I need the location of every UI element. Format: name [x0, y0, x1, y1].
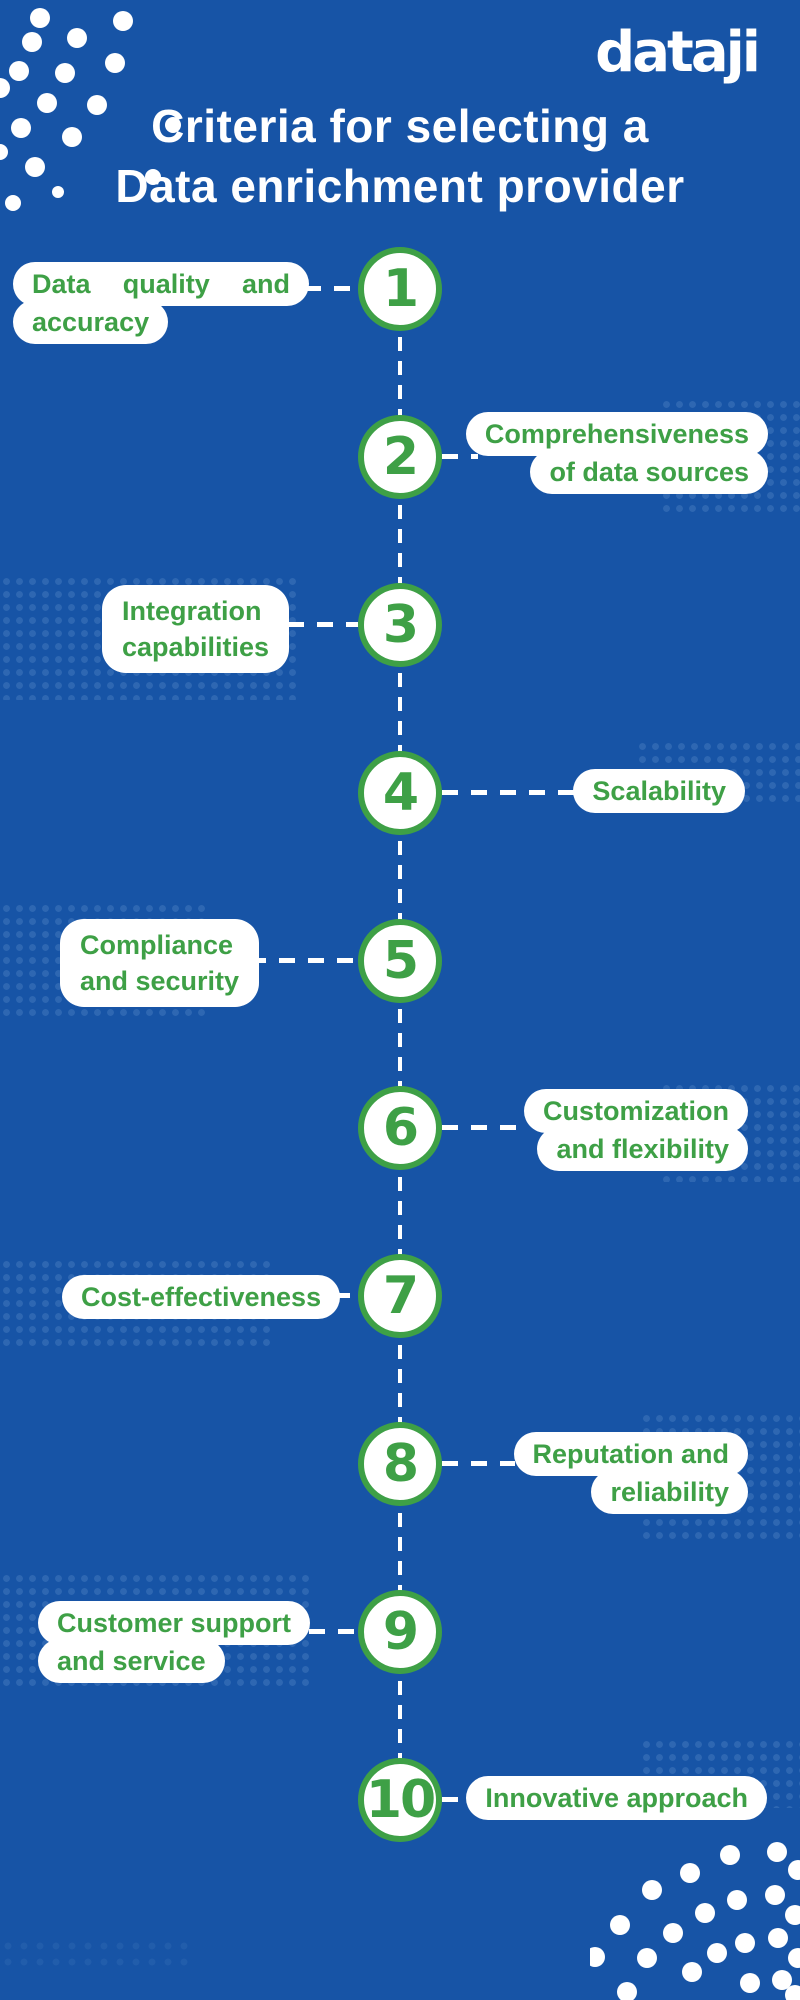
- label-line: Data quality and: [13, 262, 309, 306]
- label-line: of data sources: [530, 450, 768, 494]
- connector-2: [442, 454, 478, 459]
- step-number: 10: [365, 1770, 436, 1830]
- step-number: 7: [382, 1266, 419, 1326]
- label-line: Comprehensiveness: [465, 412, 768, 456]
- logo-text: dataji: [595, 20, 761, 85]
- step-number: 5: [382, 931, 419, 991]
- step-circle-2: 2: [358, 415, 442, 499]
- decorative-dots-top-left: [0, 8, 181, 211]
- label-line: accuracy: [13, 300, 169, 344]
- label-text: Compliance and security: [60, 919, 260, 1007]
- label-line: Reputation and: [513, 1432, 748, 1476]
- connector-1: [305, 286, 360, 291]
- step-number: 9: [382, 1602, 419, 1662]
- label-line: Scalability: [573, 769, 745, 813]
- connector-6: [442, 1125, 528, 1130]
- label-line: reliability: [591, 1470, 748, 1514]
- step-number: 1: [382, 259, 419, 319]
- connector-8: [442, 1461, 515, 1466]
- step-number: 4: [382, 763, 419, 823]
- label-line: Compliance: [80, 930, 234, 960]
- label-line: and security: [80, 966, 240, 996]
- step-circle-7: 7: [358, 1254, 442, 1338]
- label-pill-9: Customer support and service: [38, 1601, 311, 1683]
- label-pill-10: Innovative approach: [466, 1776, 767, 1820]
- title-line-1: Criteria for selecting a: [151, 100, 649, 152]
- label-text: Integration capabilities: [102, 585, 290, 673]
- step-circle-8: 8: [358, 1422, 442, 1506]
- decorative-dots-bottom-right: [590, 1842, 800, 2000]
- step-circle-10: 10: [358, 1758, 442, 1842]
- connector-5: [250, 958, 358, 963]
- connector-4: [442, 790, 583, 795]
- label-line: Integration: [122, 596, 262, 626]
- label-pill-7: Cost-effectiveness: [62, 1275, 341, 1319]
- step-number: 6: [382, 1098, 419, 1158]
- label-pill-5: Compliance and security: [60, 919, 260, 1007]
- label-pill-6: Customization and flexibility: [524, 1089, 748, 1171]
- label-pill-2: Comprehensiveness of data sources: [465, 412, 768, 494]
- step-circle-9: 9: [358, 1590, 442, 1674]
- halftone-patch: [0, 1938, 190, 1968]
- timeline-line: [398, 289, 402, 1800]
- label-line: Innovative approach: [466, 1776, 767, 1820]
- label-line: and flexibility: [537, 1127, 748, 1171]
- step-circle-5: 5: [358, 919, 442, 1003]
- step-circle-3: 3: [358, 583, 442, 667]
- infographic-title: Criteria for selecting a Data enrichment …: [0, 96, 800, 216]
- label-line: Customer support: [38, 1601, 311, 1645]
- connector-10: [442, 1797, 470, 1802]
- label-line: Cost-effectiveness: [62, 1275, 341, 1319]
- step-circle-6: 6: [358, 1086, 442, 1170]
- label-pill-4: Scalability: [573, 769, 745, 813]
- label-line: Customization: [524, 1089, 748, 1133]
- connector-7: [334, 1293, 358, 1298]
- step-number: 2: [382, 427, 419, 487]
- step-number: 8: [382, 1434, 419, 1494]
- title-line-2: Data enrichment provider: [115, 160, 685, 212]
- step-circle-4: 4: [358, 751, 442, 835]
- connector-9: [309, 1629, 358, 1634]
- label-pill-8: Reputation and reliability: [513, 1432, 748, 1514]
- label-line: capabilities: [122, 632, 270, 662]
- connector-3: [288, 622, 358, 627]
- label-pill-3: Integration capabilities: [102, 585, 290, 673]
- label-pill-1: Data quality and accuracy: [13, 262, 309, 344]
- step-circle-1: 1: [358, 247, 442, 331]
- label-line: and service: [38, 1639, 225, 1683]
- step-number: 3: [382, 595, 419, 655]
